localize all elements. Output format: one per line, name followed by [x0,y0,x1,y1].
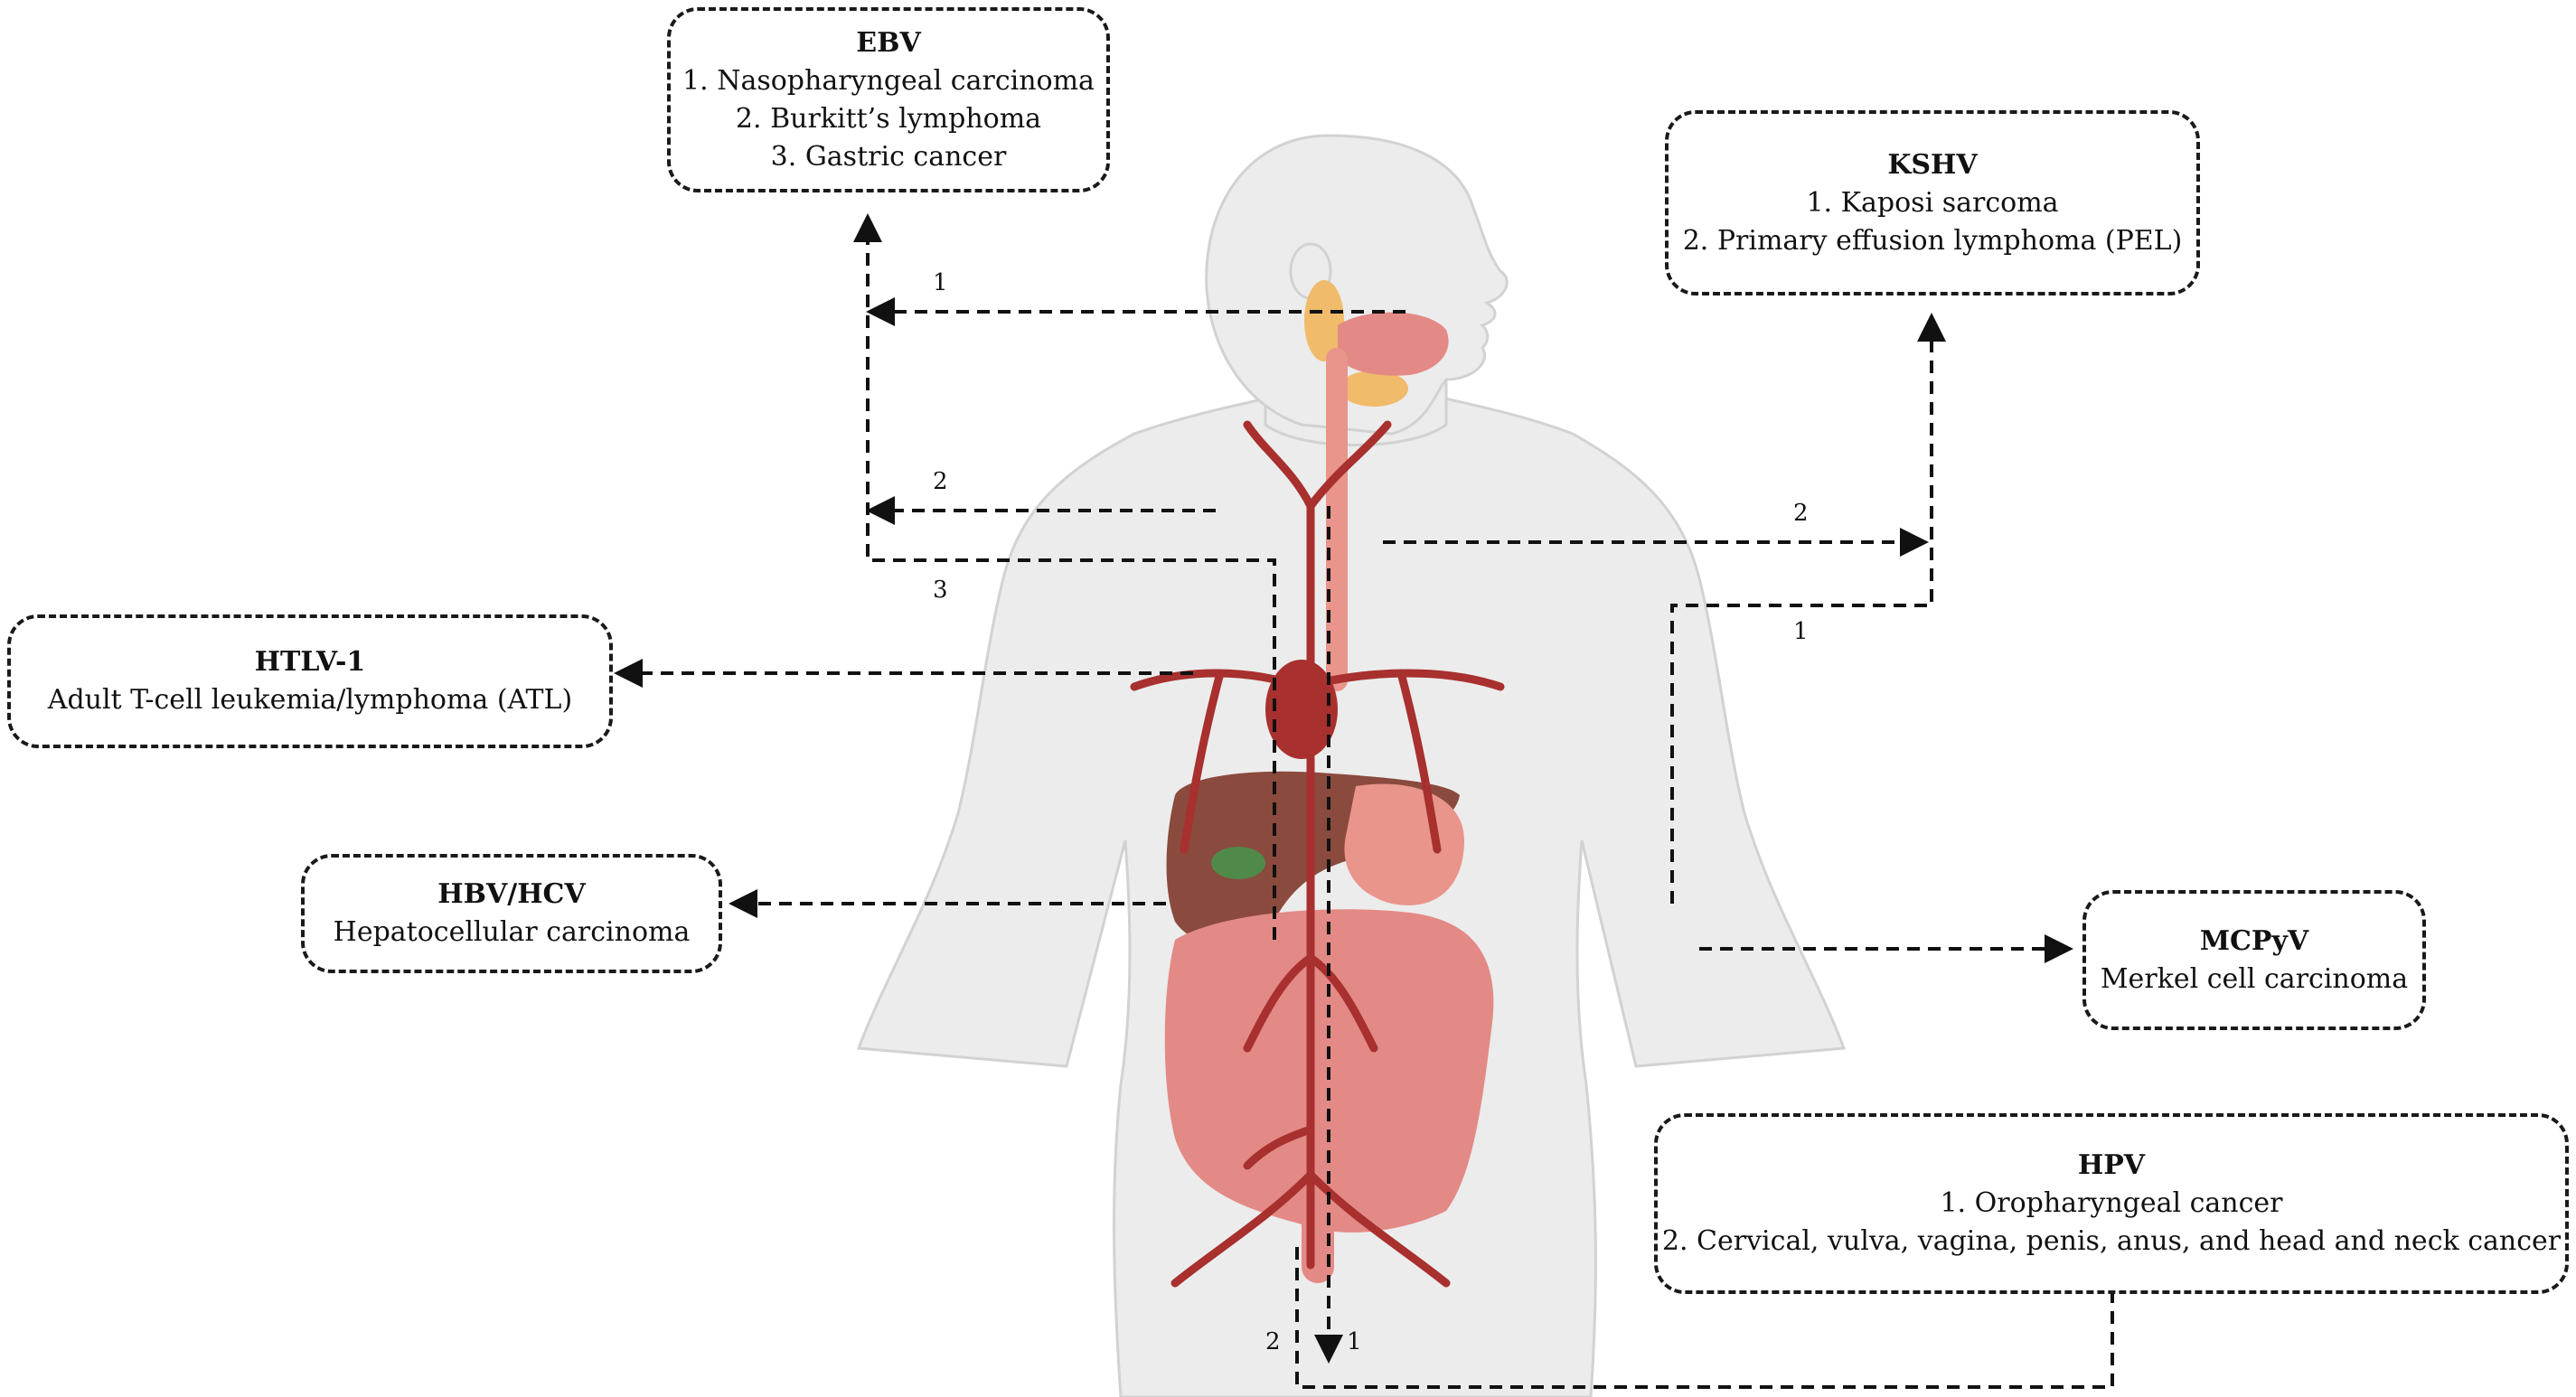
box-mcpyv-title: MCPyV [2199,924,2309,957]
box-htlv1-line-1: Adult T-cell leukemia/lymphoma (ATL) [47,684,573,716]
arrow-hpv-2 [1295,1247,2127,1389]
box-ebv-line-1: 1. Nasopharyngeal carcinoma [682,64,1095,97]
label-kshv-2: 2 [1793,500,1809,527]
label-ebv-3: 3 [933,577,948,604]
box-hpv-title: HPV [2077,1149,2146,1181]
box-kshv-title: KSHV [1887,148,1978,181]
box-mcpyv-line-1: Merkel cell carcinoma [2100,962,2409,995]
box-htlv1: HTLV-1 Adult T-cell leukemia/lymphoma (A… [7,614,613,748]
label-ebv-2: 2 [933,468,948,495]
box-htlv1-title: HTLV-1 [254,646,366,678]
arrow-ebv-3 [853,213,1276,940]
box-mcpyv: MCPyV Merkel cell carcinoma [2082,890,2426,1030]
label-hpv-1: 1 [1347,1328,1362,1355]
label-ebv-1: 1 [933,269,948,296]
gallbladder [1211,847,1265,879]
box-ebv-title: EBV [856,26,921,59]
box-hpv: HPV 1. Oropharyngeal cancer 2. Cervical,… [1654,1113,2569,1294]
label-kshv-1: 1 [1793,618,1809,645]
box-hbvhcv-line-1: Hepatocellular carcinoma [333,916,691,948]
arrow-kshv-1 [1670,313,1946,904]
box-hpv-line-2: 2. Cervical, vulva, vagina, penis, anus,… [1661,1225,2562,1257]
esophagus [1326,348,1348,691]
body-silhouette [856,360,1847,1397]
box-ebv: EBV 1. Nasopharyngeal carcinoma 2. Burki… [667,7,1110,192]
box-kshv-line-2: 2. Primary effusion lymphoma (PEL) [1682,224,2183,257]
arterial-tree [1130,420,1505,1288]
parotid-gland [1304,280,1344,361]
box-ebv-line-3: 3. Gastric cancer [770,140,1007,173]
oral-cavity [1338,312,1449,376]
box-hbvhcv: HBV/HCV Hepatocellular carcinoma [301,854,722,973]
box-hbvhcv-title: HBV/HCV [437,878,586,910]
box-kshv: KSHV 1. Kaposi sarcoma 2. Primary effusi… [1665,110,2200,295]
box-ebv-line-2: 2. Burkitt’s lymphoma [735,102,1042,135]
label-hpv-2: 2 [1265,1328,1281,1355]
box-kshv-line-1: 1. Kaposi sarcoma [1806,186,2059,219]
box-hpv-line-1: 1. Oropharyngeal cancer [1940,1187,2283,1219]
submandibular-gland [1340,370,1408,407]
